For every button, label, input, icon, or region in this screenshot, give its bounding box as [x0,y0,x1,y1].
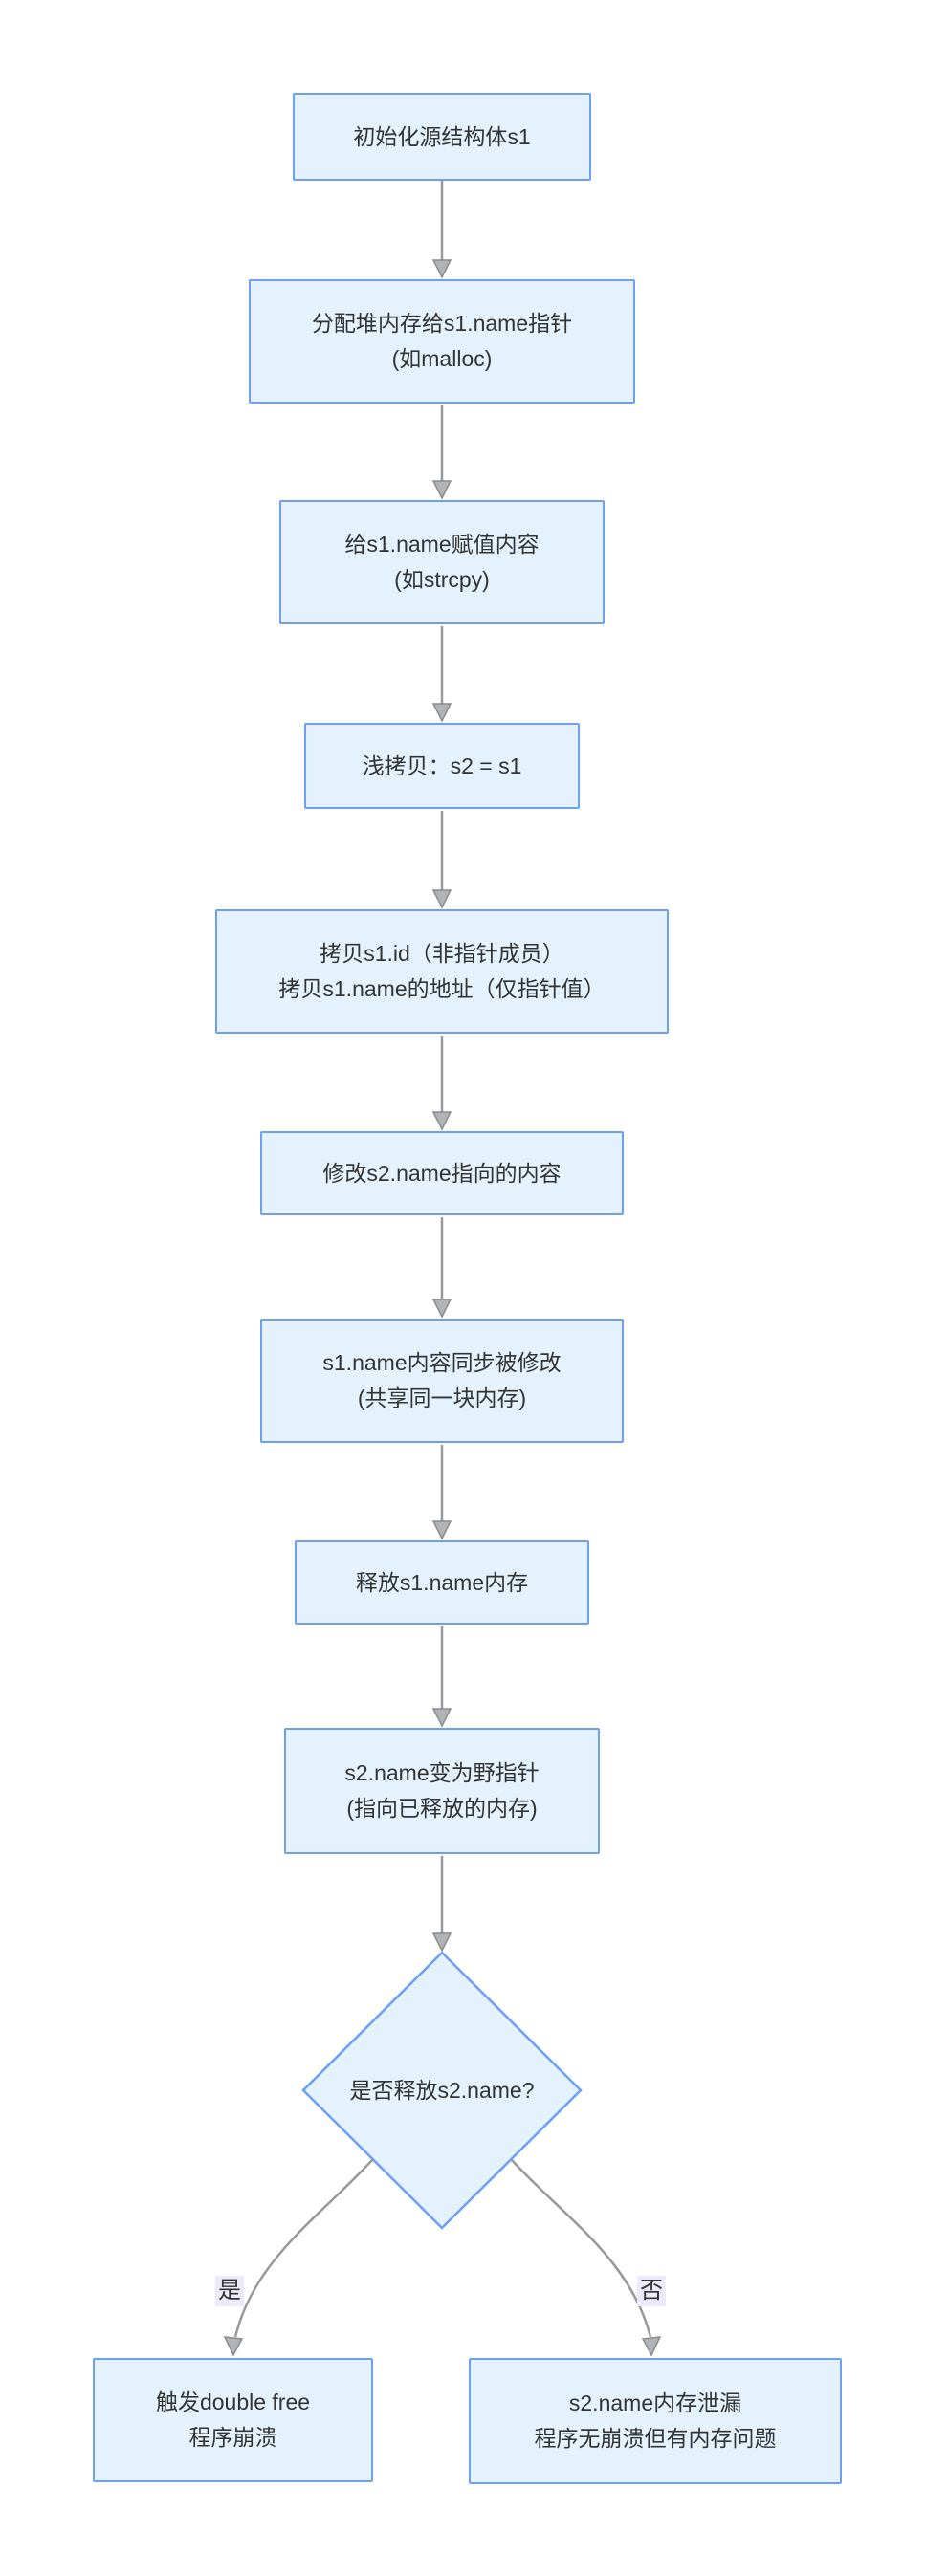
node-text: (指向已释放的内存) [346,1796,538,1821]
arrowhead [431,259,452,279]
arrowhead [431,889,452,909]
edge-label-no: 否 [637,2276,666,2306]
flow-node-malloc: 分配堆内存给s1.name指针 (如malloc) [249,279,635,404]
node-text: 程序崩溃 [188,2425,277,2450]
flow-node-free-s1: 释放s1.name内存 [295,1540,589,1625]
arrowhead [431,1932,452,1953]
flow-node-strcpy: 给s1.name赋值内容 (如strcpy) [279,500,605,624]
node-text: s2.name内存泄漏 [568,2390,742,2415]
decision-label: 是否释放s2.name? [349,2078,535,2103]
arrowhead [431,1708,452,1728]
decision-diamond-shape [301,1951,583,2230]
node-text: 初始化源结构体s1 [353,123,531,149]
flow-node-dangling: s2.name变为野指针 (指向已释放的内存) [284,1728,600,1854]
arrowhead [223,2336,244,2357]
node-text: 分配堆内存给s1.name指针 [311,311,573,336]
flow-node-shallow-copy: 浅拷贝：s2 = s1 [304,723,580,809]
arrowhead [431,1520,452,1540]
flow-node-memory-leak: s2.name内存泄漏 程序无崩溃但有内存问题 [469,2358,842,2484]
node-text: s1.name内容同步被修改 [322,1350,562,1375]
node-text: 拷贝s1.id（非指针成员） [320,941,564,966]
node-text: 拷贝s1.name的地址（仅指针值） [278,976,606,1001]
node-text: (如malloc) [391,346,493,371]
node-text: (共享同一块内存) [357,1386,527,1410]
arrowhead [641,2336,662,2357]
arrowhead [431,1111,452,1131]
node-text: s2.name变为野指针 [344,1760,540,1785]
node-text: 修改s2.name指向的内容 [322,1160,562,1186]
arrowhead [431,1299,452,1319]
node-text: 浅拷贝：s2 = s1 [362,753,522,778]
flow-node-sync-modify: s1.name内容同步被修改 (共享同一块内存) [260,1319,624,1443]
edge-no-branch [511,2159,652,2338]
flow-node-copy-members: 拷贝s1.id（非指针成员） 拷贝s1.name的地址（仅指针值） [215,909,669,1034]
flow-node-double-free: 触发double free 程序崩溃 [93,2358,373,2482]
node-text: 释放s1.name内存 [355,1569,529,1595]
edge-label-yes: 是 [215,2276,244,2306]
arrowhead [431,480,452,500]
flow-node-modify-s2: 修改s2.name指向的内容 [260,1131,624,1215]
node-text: (如strcpy) [394,567,490,592]
edge-yes-branch [233,2159,373,2338]
node-text: 触发double free [155,2390,311,2414]
node-text: 程序无崩溃但有内存问题 [534,2426,777,2451]
arrowhead [431,703,452,723]
node-text: 给s1.name赋值内容 [344,532,540,557]
flow-node-init: 初始化源结构体s1 [293,93,591,181]
